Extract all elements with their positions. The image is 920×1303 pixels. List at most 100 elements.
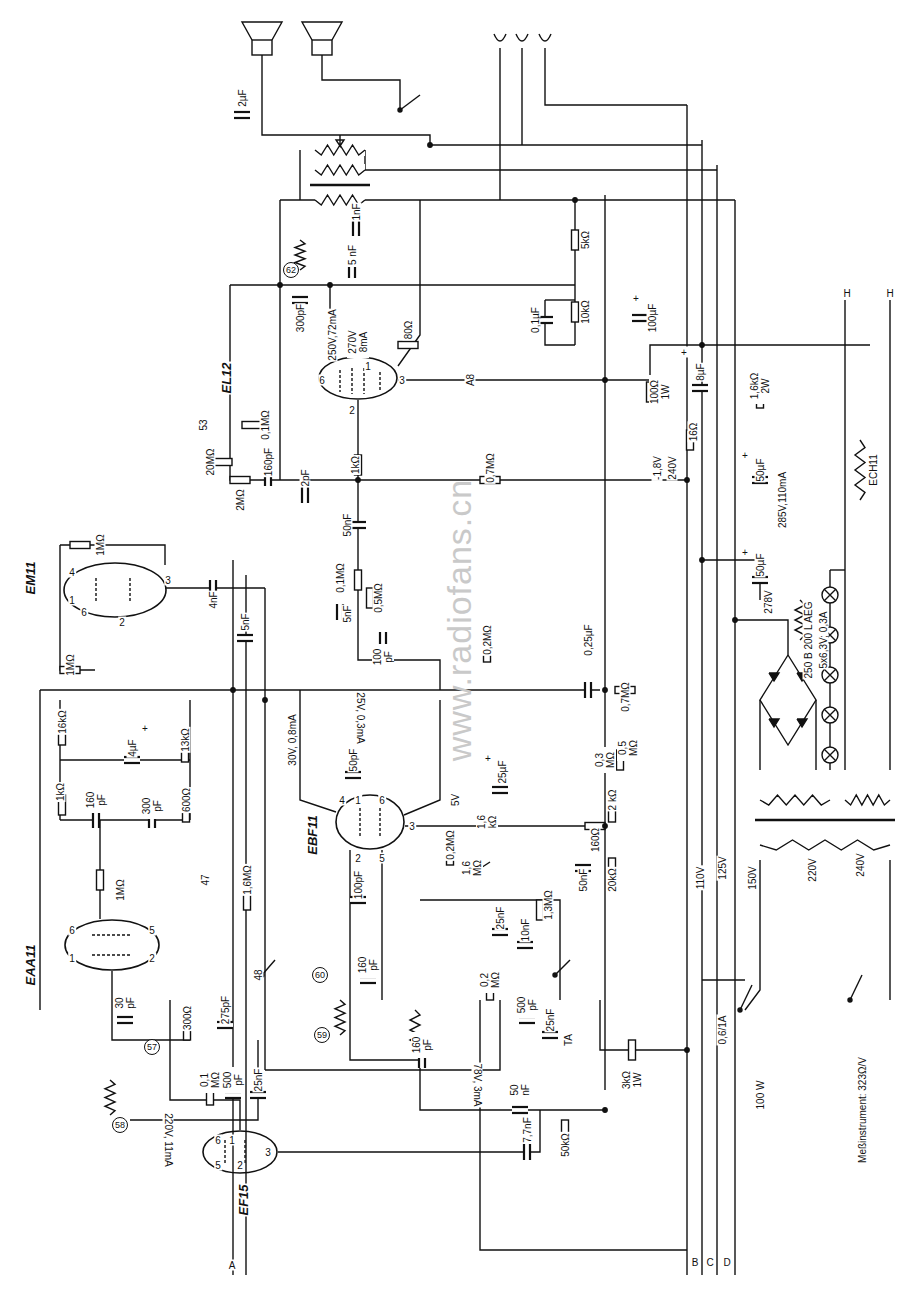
wire: [405, 825, 605, 826]
component-label: C: [705, 1257, 714, 1268]
electrode: [339, 370, 340, 392]
component-label: 100pF: [353, 870, 364, 900]
coil-symbol: [104, 1080, 116, 1115]
component-label: 6: [378, 795, 386, 806]
component-label: B: [691, 1257, 700, 1268]
electrode: [95, 578, 96, 602]
wire: [404, 700, 440, 815]
component-label: 20kΩ: [607, 867, 618, 893]
component-label: 300pF: [295, 303, 306, 333]
junction-dot: [328, 283, 332, 287]
component-label: 50nF: [342, 513, 353, 538]
wire: [265, 1000, 500, 1070]
component-label: 53: [198, 418, 209, 431]
component-label: 20MΩ: [205, 448, 216, 477]
switch-symbol: [262, 960, 275, 975]
jack-symbol: [516, 34, 528, 41]
resistor-symbol: [355, 570, 362, 590]
jack-symbol: [494, 34, 506, 41]
component-label: 0,1 MΩ: [199, 1067, 221, 1093]
component-label: 240V: [855, 852, 866, 877]
component-label: 0,25µF: [583, 623, 594, 656]
component-label: 0,1MΩ: [335, 562, 346, 594]
component-label: ECH11: [868, 453, 879, 487]
component-label: 0,2MΩ: [482, 624, 493, 656]
lamp-cross: [824, 589, 836, 601]
resistor-symbol: [398, 342, 418, 349]
component-label: 3kΩ 1W: [621, 1065, 643, 1095]
component-label: 6: [318, 375, 326, 386]
component-label: 1: [68, 953, 76, 964]
capacitor-symbol: [752, 577, 768, 583]
component-label: 2: [148, 953, 156, 964]
potentiometer-arrow: [336, 135, 344, 146]
diode-symbol: [769, 673, 779, 681]
wire: [745, 860, 760, 1010]
callout-number: 58: [112, 1117, 128, 1133]
junction-dot: [685, 478, 689, 482]
component-label: 5: [214, 1160, 222, 1171]
component-label: 4nF: [208, 590, 219, 609]
wire: [574, 200, 575, 345]
component-label: 1MΩ: [65, 653, 76, 676]
lamp-symbol: [822, 747, 838, 763]
component-label: 50 nF: [509, 1078, 531, 1102]
resistor-symbol: [629, 1040, 636, 1060]
wire: [734, 200, 735, 1275]
component-label: 270V 8mA: [347, 326, 369, 358]
component-label: D: [722, 1257, 731, 1268]
lamp-cross: [824, 669, 836, 681]
component-label: 1: [228, 1135, 236, 1146]
component-label: 160 pF: [357, 952, 379, 978]
transformer-core: [755, 819, 895, 822]
wire: [350, 850, 420, 1060]
coil-symbol: [334, 1000, 346, 1035]
capacitor-symbol: [124, 757, 140, 763]
component-label: 250 B 200 L AEG: [803, 601, 814, 680]
component-label: +: [632, 293, 640, 304]
wire: [735, 620, 788, 655]
junction-dot: [231, 688, 235, 692]
component-label: 3: [398, 375, 406, 386]
tube-outline-shape: [65, 920, 159, 970]
component-label: 5x6,3V; 0,3A: [818, 611, 829, 670]
component-label: 500 pF: [222, 1067, 244, 1093]
component-label: 47: [200, 873, 211, 886]
wire: [262, 55, 430, 145]
wire: [40, 689, 600, 690]
capacitor-symbol: [692, 385, 708, 391]
resistor-symbol: [572, 302, 579, 322]
coil-symbol: [854, 440, 866, 500]
tube-outline-shape: [336, 795, 404, 849]
component-label: 4µF: [127, 738, 138, 757]
component-label: 0,7MΩ: [620, 681, 631, 713]
lamp-cross: [824, 709, 836, 721]
component-label: 0,5 MΩ: [617, 735, 639, 761]
component-label: A8: [465, 373, 476, 387]
wire: [545, 48, 687, 105]
tube-envelope: EL12: [318, 356, 398, 400]
component-label: 0,7MΩ: [485, 452, 496, 484]
tube-outline: [318, 356, 398, 400]
component-label: A: [228, 1260, 237, 1271]
component-label: 2MΩ: [235, 488, 246, 511]
wire: [60, 819, 190, 820]
speaker-symbol: [252, 40, 272, 55]
resistor-symbol: [97, 870, 104, 890]
component-label: 30V, 0,8mA: [287, 713, 298, 766]
switch-symbol: [400, 95, 420, 110]
speaker-cone: [242, 22, 282, 40]
resistor-symbol: [572, 230, 579, 250]
callout-number: 59: [314, 1027, 330, 1043]
capacitor-symbol: [542, 1032, 558, 1038]
wire: [398, 200, 420, 366]
jack-symbol: [539, 34, 551, 41]
tube-outline-shape: [64, 563, 166, 617]
resistor-symbol: [70, 542, 90, 549]
junction-dot: [603, 824, 607, 828]
junction-dot: [733, 618, 737, 622]
wire: [759, 700, 760, 770]
component-label: 30 pF: [114, 991, 136, 1015]
component-label: 600Ω: [181, 787, 192, 813]
component-label: 278V: [763, 589, 774, 614]
